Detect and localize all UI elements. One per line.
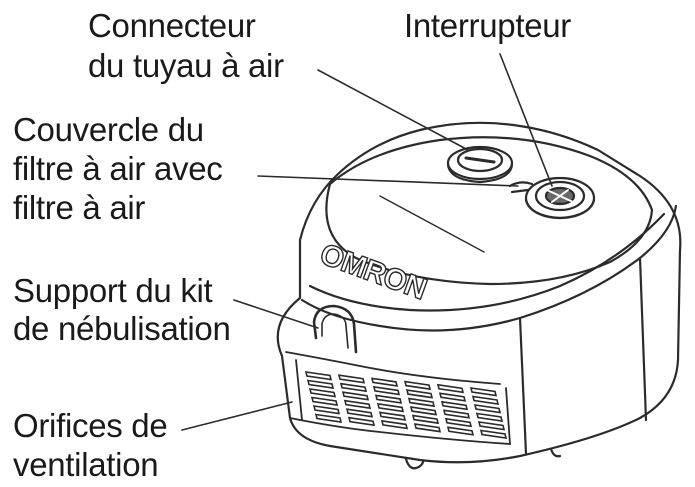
leader-line-vents: [181, 401, 293, 431]
vent-slot: [370, 377, 399, 387]
vent-slot: [442, 409, 471, 419]
vent-slot: [407, 397, 436, 408]
vent-slot: [469, 387, 498, 397]
vent-slot: [343, 399, 372, 410]
leader-line-holder: [233, 299, 319, 329]
vent-slot: [345, 408, 374, 418]
vent-slot: [475, 412, 504, 422]
vent-slot: [314, 413, 343, 423]
vent-slot: [341, 391, 370, 401]
body-seam: [518, 316, 528, 456]
vent-slot: [440, 400, 469, 411]
vent-slot: [436, 383, 465, 394]
vent-slot: [378, 411, 407, 421]
vent-slot: [304, 371, 333, 381]
vent-slot: [413, 423, 442, 433]
vent-slot: [405, 389, 434, 399]
air-hose-connector: [446, 145, 514, 184]
nebulizer-kit-holder: [312, 304, 358, 354]
vent-slot: [411, 414, 440, 425]
label-line: Orifices de: [13, 407, 168, 444]
label-line: Couvercle du: [13, 111, 204, 148]
vent-slot: [306, 379, 335, 389]
label-line: ventilation: [13, 446, 159, 483]
vent-slot: [477, 421, 506, 431]
vent-slot: [479, 429, 508, 439]
vent-slot: [337, 374, 366, 384]
label-air-hose-connector: Connecteur du tuyau à air: [88, 6, 284, 86]
leader-line-switch: [499, 53, 553, 187]
vent-slot: [438, 392, 467, 402]
top-face: [325, 136, 654, 286]
vent-slot: [312, 405, 341, 415]
vent-slot: [444, 417, 473, 428]
vent-slot: [376, 402, 405, 413]
vent-slot: [372, 385, 401, 396]
label-line: Interrupteur: [404, 7, 571, 44]
label-nebulizer-kit-holder: Support du kit de nébulisation: [13, 272, 231, 348]
label-line: filtre à air: [13, 189, 146, 226]
vent-slot: [308, 388, 337, 398]
label-line: du tuyau à air: [88, 47, 284, 84]
vent-slot: [374, 394, 403, 404]
label-line: filtre à air avec: [13, 150, 223, 187]
vent-slot: [310, 396, 339, 406]
vent-slot: [473, 404, 502, 414]
label-ventilation-openings: Orifices de ventilation: [13, 406, 168, 484]
label-line: de nébulisation: [13, 310, 231, 347]
leader-line-filter: [257, 175, 519, 187]
leader-line-connector: [317, 69, 469, 151]
label-power-switch: Interrupteur: [404, 6, 571, 46]
label-line: Support du kit: [13, 272, 213, 309]
label-line: Connecteur: [88, 7, 256, 44]
vent-slot: [409, 406, 438, 416]
vent-slot: [347, 416, 376, 427]
vent-slot: [446, 426, 475, 436]
vent-slot: [471, 395, 500, 405]
vent-slot: [403, 380, 432, 391]
ventilation-grille: [285, 351, 511, 445]
vent-slot: [339, 382, 368, 393]
label-air-filter-cover: Couvercle du filtre à air avec filtre à …: [13, 110, 223, 227]
power-switch: [524, 176, 596, 220]
vent-slot: [380, 419, 409, 430]
ventilation-slots: [304, 371, 508, 439]
